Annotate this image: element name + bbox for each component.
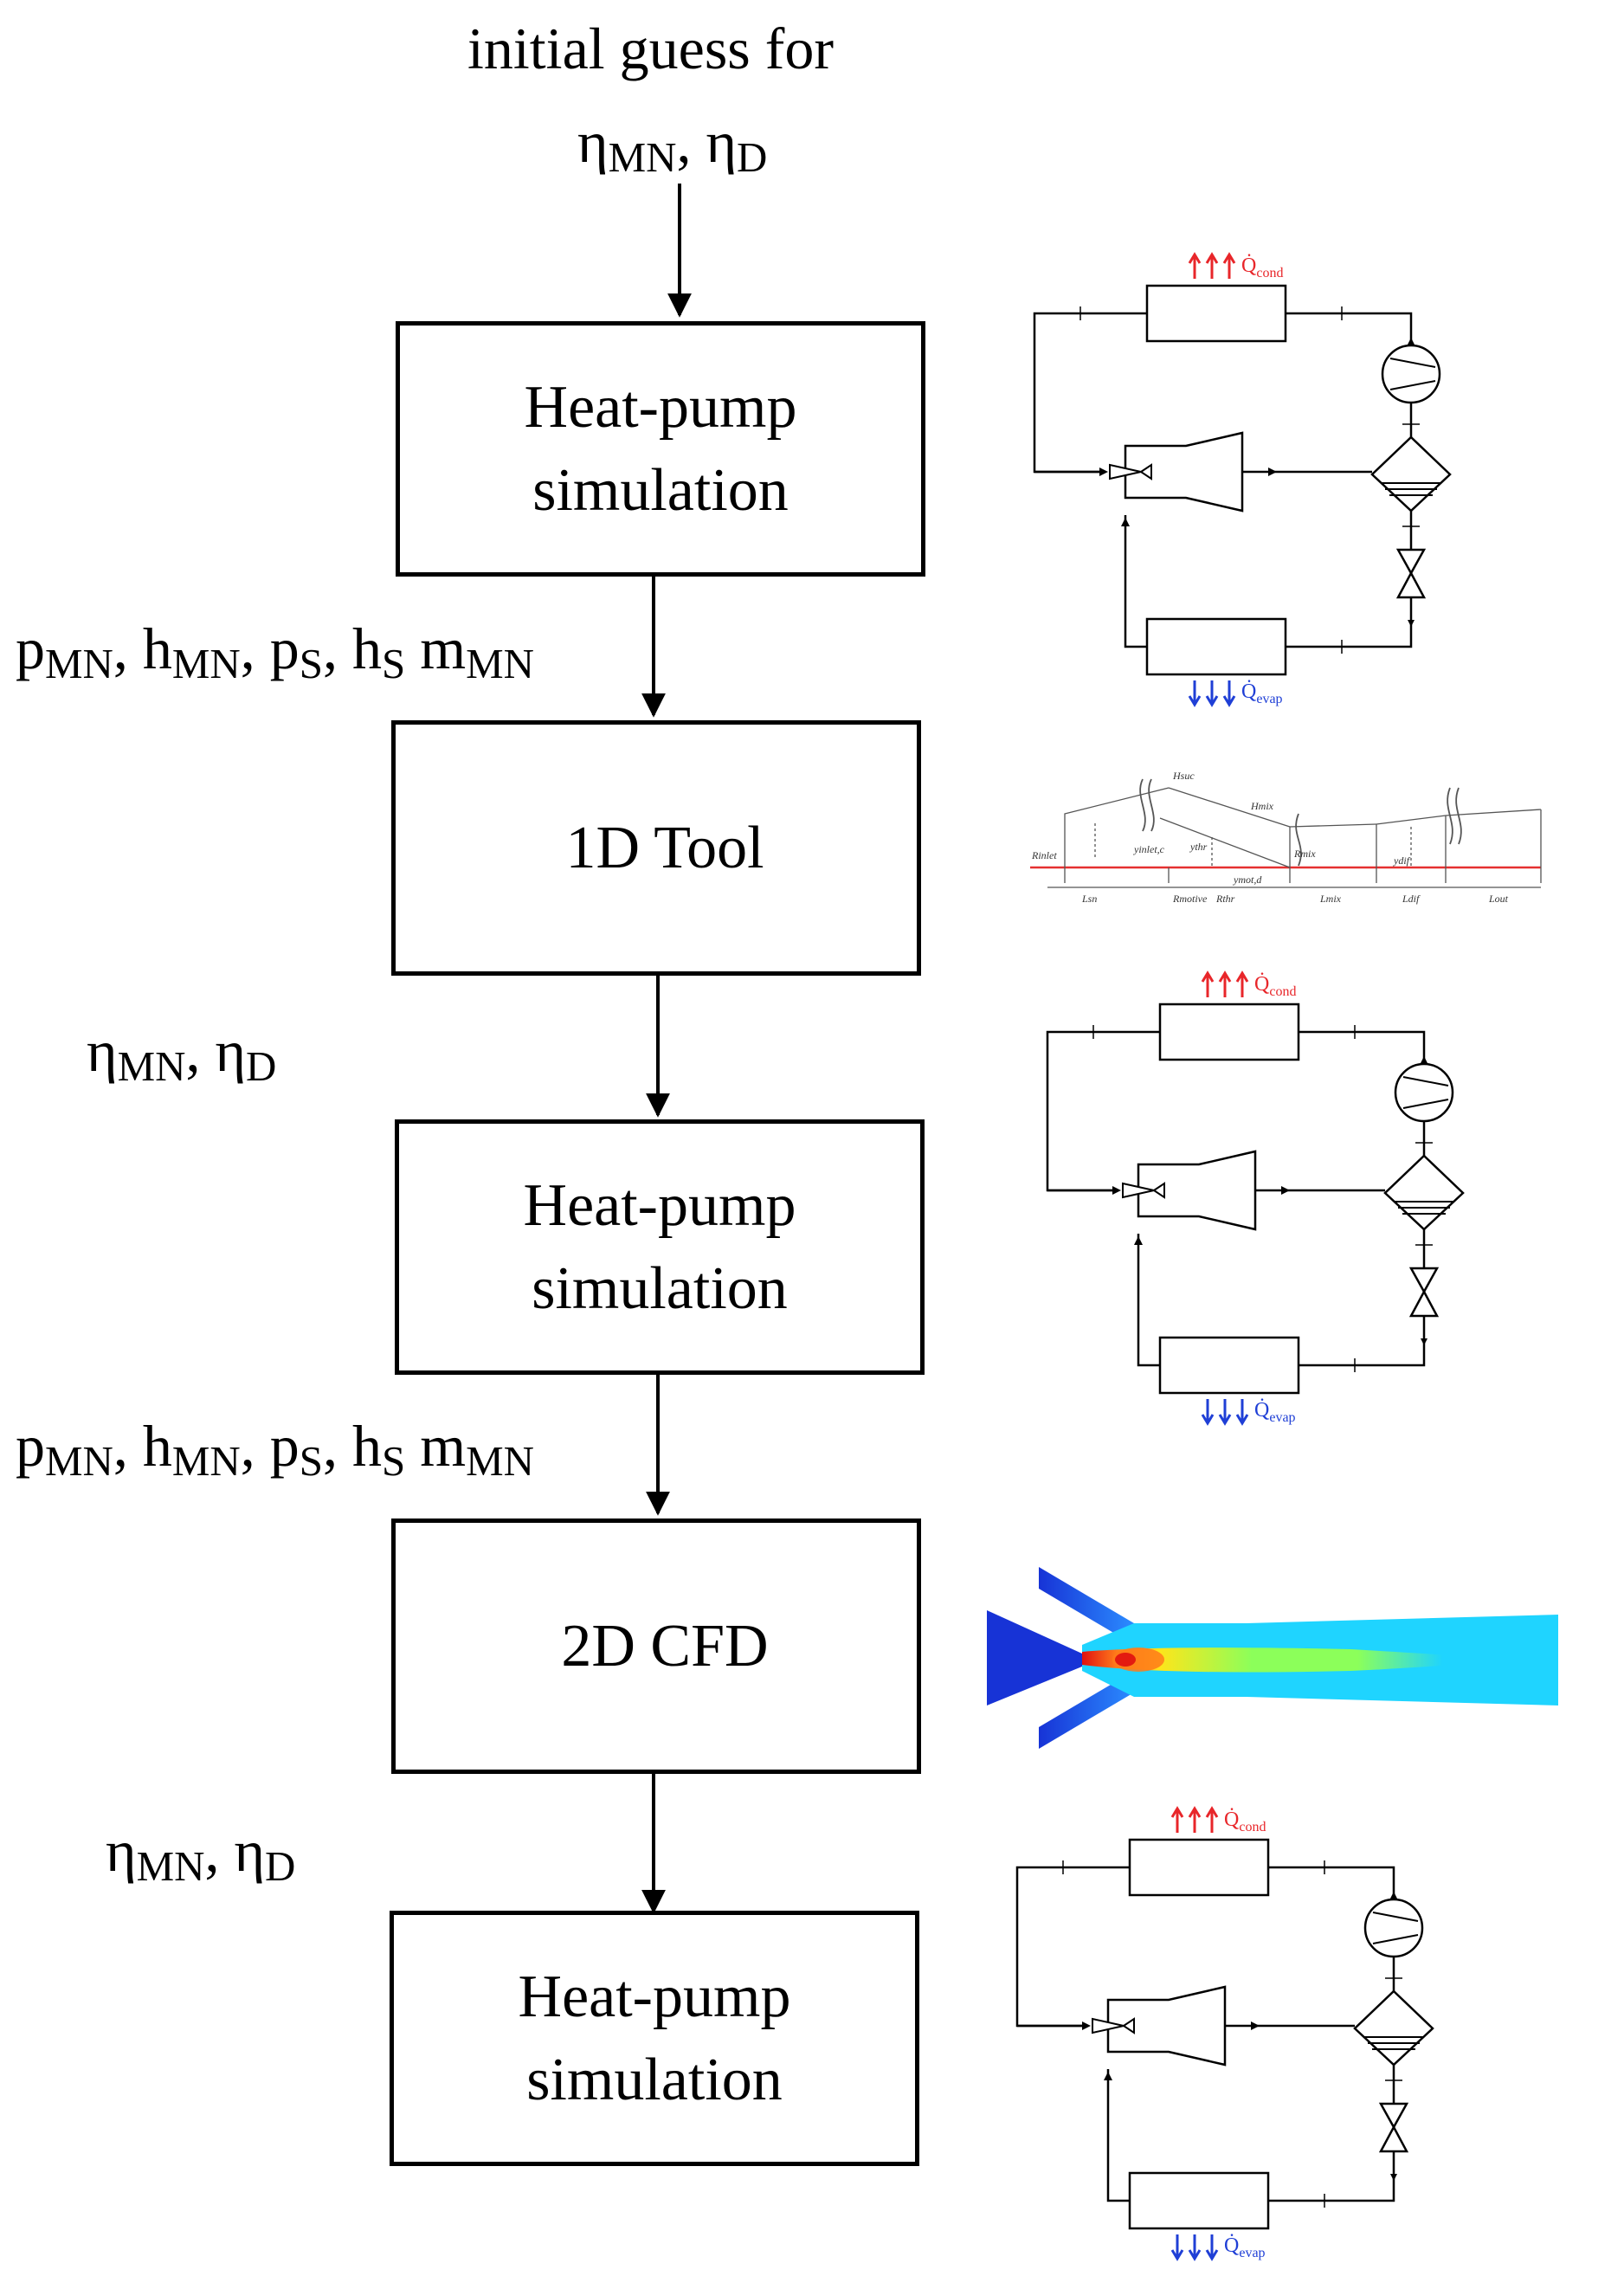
initial-guess-title: initial guess for (467, 19, 834, 78)
heat-pump-schematic-3: Q̇cond Q̇evap (1015, 1806, 1434, 2261)
condenser-heat-out-arrows (1170, 1806, 1219, 1833)
q-cond-label: Q̇cond (1224, 1808, 1266, 1834)
condenser-heat-out-arrows (1201, 970, 1249, 997)
label-lsn: Lsn (1081, 893, 1097, 905)
state-variables-label-1: pMN, hMN, pS, hS mMN (16, 616, 535, 687)
q-evap-label: Q̇evap (1224, 2234, 1266, 2260)
label-lout: Lout (1488, 893, 1509, 905)
label-rmotive: Rmotive (1172, 893, 1208, 905)
q-cond-label: Q̇cond (1254, 972, 1296, 999)
evaporator-heat-in-arrows (1188, 680, 1236, 707)
heat-pump-schematic-1: Q̇cond Q̇evap (1033, 252, 1452, 707)
box-heat-pump-simulation-1: Heat-pump simulation (396, 321, 925, 577)
evaporator-heat-in-arrows (1170, 2234, 1219, 2261)
label-hmix: Hmix (1250, 800, 1274, 812)
suction-channel-top (1039, 1567, 1134, 1645)
jet-core (1082, 1647, 1506, 1673)
heat-pump-schematic-2: Q̇cond Q̇evap (1046, 970, 1465, 1426)
ejector-geometry-sketch: Rinlet yinlet,c ythr Hmix Rmotive Rthr y… (1030, 770, 1542, 905)
label-lmix: Lmix (1319, 893, 1342, 905)
suction-channel-bottom (1039, 1671, 1134, 1749)
label-hsuc: Hsuc (1172, 770, 1195, 782)
cfd-contour-plot (987, 1567, 1558, 1749)
label-ythr: ythr (1189, 841, 1208, 853)
initial-eta-label: ηMN, ηD (577, 109, 768, 181)
evaporator-heat-in-arrows (1201, 1399, 1249, 1426)
label-ldif: Ldif (1402, 893, 1421, 905)
label-yinlet: yinlet,c (1133, 843, 1165, 855)
efficiency-label-1: ηMN, ηD (87, 1018, 277, 1090)
q-evap-label: Q̇evap (1254, 1398, 1296, 1425)
label-rthr: Rthr (1215, 893, 1235, 905)
condenser-heat-out-arrows (1188, 252, 1236, 279)
label-rmix: Rmix (1293, 848, 1316, 860)
q-cond-label: Q̇cond (1241, 254, 1283, 280)
label-ydif: ydif (1393, 854, 1411, 867)
initial-guess-text: initial guess for (467, 16, 835, 81)
state-variables-label-2: pMN, hMN, pS, hS mMN (16, 1413, 535, 1485)
label-rinlet: Rinlet (1031, 849, 1057, 861)
q-evap-label: Q̇evap (1241, 680, 1283, 706)
box-1d-tool: 1D Tool (391, 720, 921, 976)
box-heat-pump-simulation-3: Heat-pump simulation (390, 1911, 919, 2166)
primary-nozzle (987, 1610, 1082, 1705)
box-heat-pump-simulation-2: Heat-pump simulation (395, 1119, 925, 1375)
efficiency-label-2: ηMN, ηD (106, 1818, 296, 1890)
box-2d-cfd: 2D CFD (391, 1518, 921, 1774)
label-ymotd: ymot,d (1233, 874, 1262, 886)
